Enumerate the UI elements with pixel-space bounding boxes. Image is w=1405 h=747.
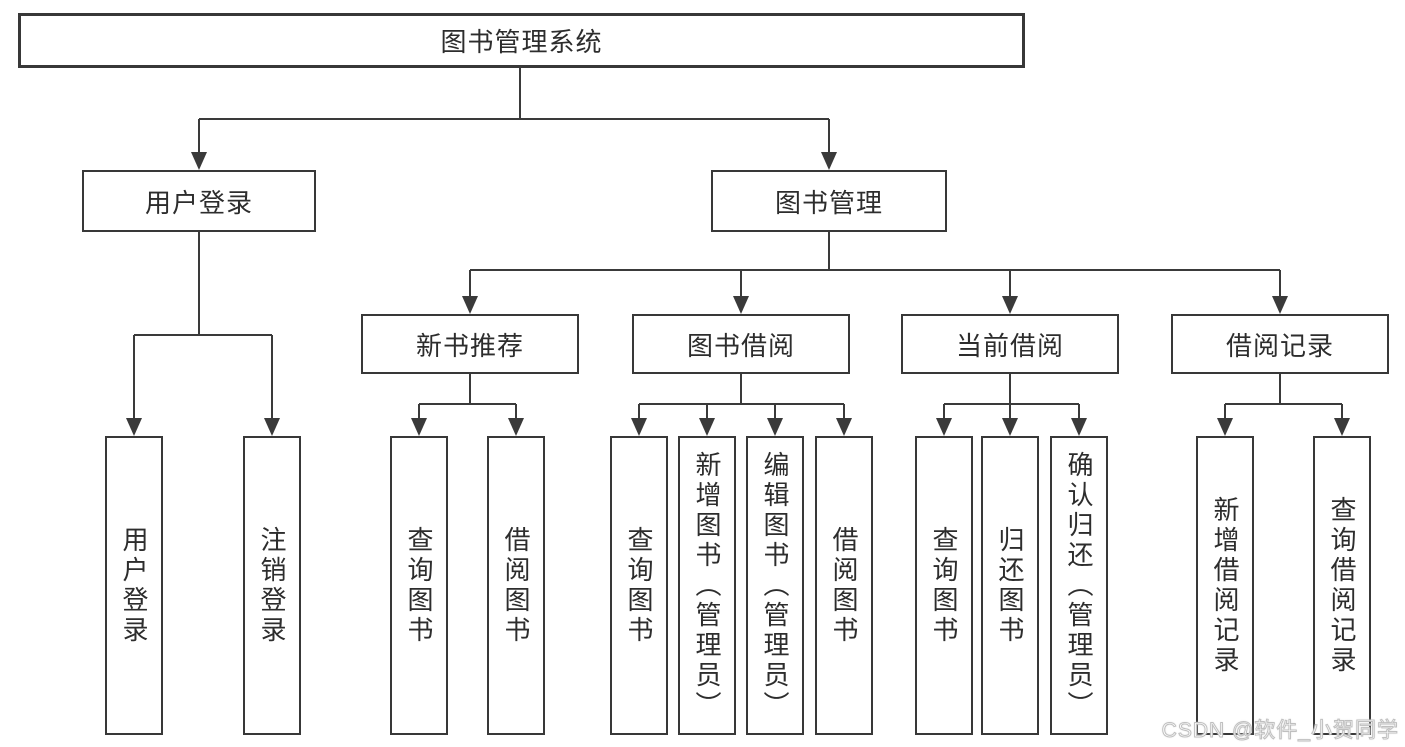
node-query-books-2: 查询图书 [610,436,668,735]
node-query-books-3: 查询图书 [915,436,973,735]
watermark-text: CSDN @软件_小贺同学 [1161,719,1399,743]
node-borrow-books-1: 借阅图书 [487,436,545,735]
node-book-management-branch: 图书管理 [711,170,947,232]
node-return-books: 归还图书 [981,436,1039,735]
node-user-login-branch: 用户登录 [82,170,316,232]
node-query-books-1: 查询图书 [390,436,448,735]
node-edit-books-admin: 编辑图书（管理员） [746,436,804,735]
node-query-borrow-record: 查询借阅记录 [1313,436,1371,735]
node-borrowing-records: 借阅记录 [1171,314,1389,374]
node-new-book-recommendation: 新书推荐 [361,314,579,374]
node-add-books-admin: 新增图书（管理员） [678,436,736,735]
node-add-borrow-record: 新增借阅记录 [1196,436,1254,735]
node-logout-leaf: 注销登录 [243,436,301,735]
node-borrow-books-2: 借阅图书 [815,436,873,735]
node-user-login-leaf: 用户登录 [105,436,163,735]
node-book-borrowing: 图书借阅 [632,314,850,374]
connector-rails [134,68,1342,405]
node-confirm-return-admin: 确认归还（管理员） [1050,436,1108,735]
node-library-management-system: 图书管理系统 [18,13,1025,68]
node-current-borrowing: 当前借阅 [901,314,1119,374]
